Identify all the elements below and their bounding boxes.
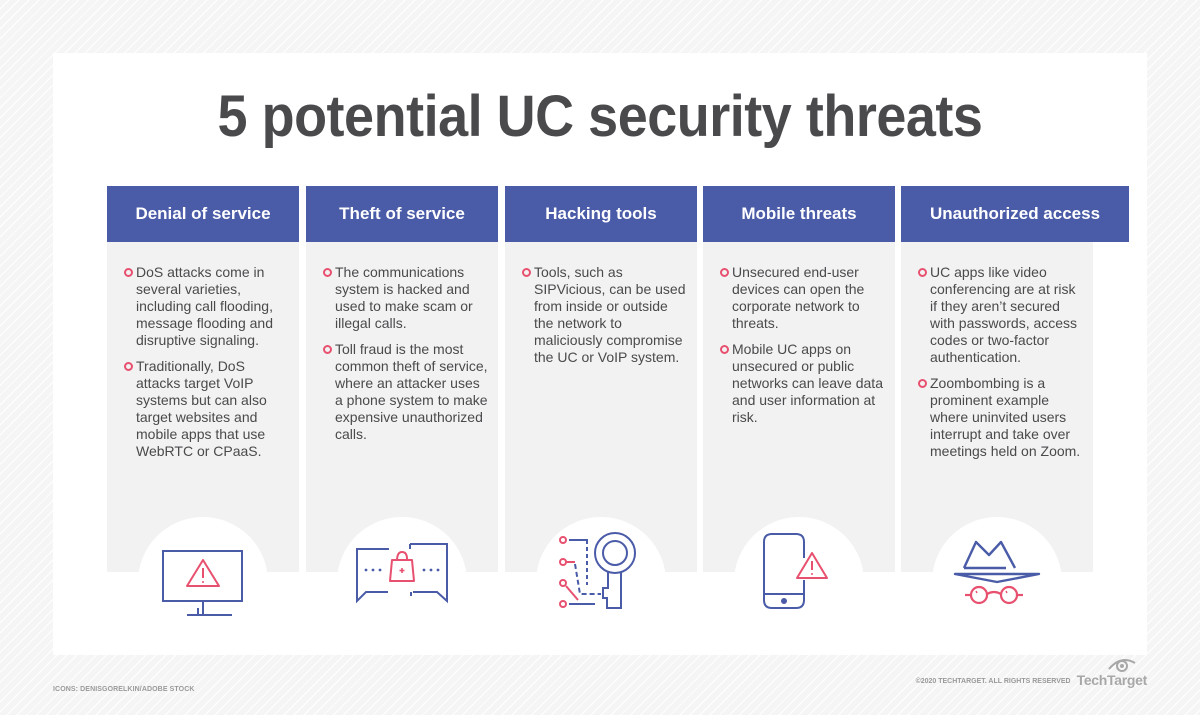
bullet-item: Traditionally, DoS attacks target VoIP s… bbox=[124, 358, 289, 460]
threat-column-unauthorized-access: Unauthorized access UC apps like video c… bbox=[901, 186, 1129, 572]
bullet-item: Mobile UC apps on unsecured or public ne… bbox=[720, 341, 885, 426]
threat-column-hacking-tools: Hacking tools Tools, such as SIPVicious,… bbox=[505, 186, 697, 572]
threat-column-mobile-threats: Mobile threats Unsecured end-user device… bbox=[703, 186, 895, 572]
spy-hat-glasses-icon bbox=[953, 540, 1041, 605]
bullet-ring-icon bbox=[720, 345, 729, 354]
bullet-text: Mobile UC apps on unsecured or public ne… bbox=[732, 341, 883, 425]
icon-circle bbox=[734, 517, 864, 647]
techtarget-logo: TechTarget bbox=[1076, 659, 1148, 688]
column-body: DoS attacks come in several varieties, i… bbox=[107, 264, 299, 469]
bullet-ring-icon bbox=[522, 268, 531, 277]
column-heading: Denial of service bbox=[107, 186, 299, 242]
threat-column-theft-of-service: Theft of service The communications syst… bbox=[306, 186, 498, 572]
footer-brand-area: ©2020 TECHTARGET. ALL RIGHTS RESERVED Te… bbox=[915, 659, 1148, 688]
bullet-ring-icon bbox=[124, 268, 133, 277]
bullet-text: Traditionally, DoS attacks target VoIP s… bbox=[136, 358, 267, 459]
column-heading: Hacking tools bbox=[505, 186, 697, 242]
bullet-item: Unsecured end-user devices can open the … bbox=[720, 264, 885, 332]
column-body: UC apps like video conferencing are at r… bbox=[901, 264, 1093, 469]
column-body: Unsecured end-user devices can open the … bbox=[703, 264, 895, 435]
bullet-text: DoS attacks come in several varieties, i… bbox=[136, 264, 273, 348]
column-body: Tools, such as SIPVicious, can be used f… bbox=[505, 264, 697, 375]
bullet-text: Zoombombing is a prominent example where… bbox=[930, 375, 1081, 459]
bullet-text: Unsecured end-user devices can open the … bbox=[732, 264, 865, 331]
bullet-ring-icon bbox=[323, 268, 332, 277]
page-title: 5 potential UC security threats bbox=[217, 84, 983, 149]
bullet-ring-icon bbox=[323, 345, 332, 354]
bullet-item: The communications system is hacked and … bbox=[323, 264, 488, 332]
chat-lock-icon bbox=[356, 543, 448, 604]
bullet-item: UC apps like video conferencing are at r… bbox=[918, 264, 1083, 366]
column-body: The communications system is hacked and … bbox=[306, 264, 498, 452]
column-heading: Mobile threats bbox=[703, 186, 895, 242]
bullet-ring-icon bbox=[720, 268, 729, 277]
bullet-item: Toll fraud is the most common theft of s… bbox=[323, 341, 488, 443]
copyright-text: ©2020 TECHTARGET. ALL RIGHTS RESERVED bbox=[915, 678, 1071, 685]
bullet-text: UC apps like video conferencing are at r… bbox=[930, 264, 1078, 365]
brand-name: TechTarget bbox=[1076, 672, 1148, 688]
eye-logo-icon bbox=[1107, 659, 1136, 672]
bullet-ring-icon bbox=[124, 362, 133, 371]
bullet-item: Tools, such as SIPVicious, can be used f… bbox=[522, 264, 687, 366]
bullet-item: Zoombombing is a prominent example where… bbox=[918, 375, 1083, 460]
bullet-text: The communications system is hacked and … bbox=[335, 264, 473, 331]
circuit-key-icon bbox=[559, 532, 636, 609]
icon-credit: ICONS: DENISGORELKIN/ADOBE STOCK bbox=[53, 686, 195, 693]
bullet-ring-icon bbox=[918, 268, 927, 277]
bullet-ring-icon bbox=[918, 379, 927, 388]
bullet-text: Toll fraud is the most common theft of s… bbox=[335, 341, 488, 442]
bullet-text: Tools, such as SIPVicious, can be used f… bbox=[534, 264, 686, 365]
monitor-warning-icon bbox=[162, 550, 243, 616]
phone-warning-icon bbox=[763, 533, 828, 609]
column-heading: Unauthorized access bbox=[901, 186, 1129, 242]
bullet-item: DoS attacks come in several varieties, i… bbox=[124, 264, 289, 349]
threat-column-denial-of-service: Denial of service DoS attacks come in se… bbox=[107, 186, 299, 572]
column-heading: Theft of service bbox=[306, 186, 498, 242]
